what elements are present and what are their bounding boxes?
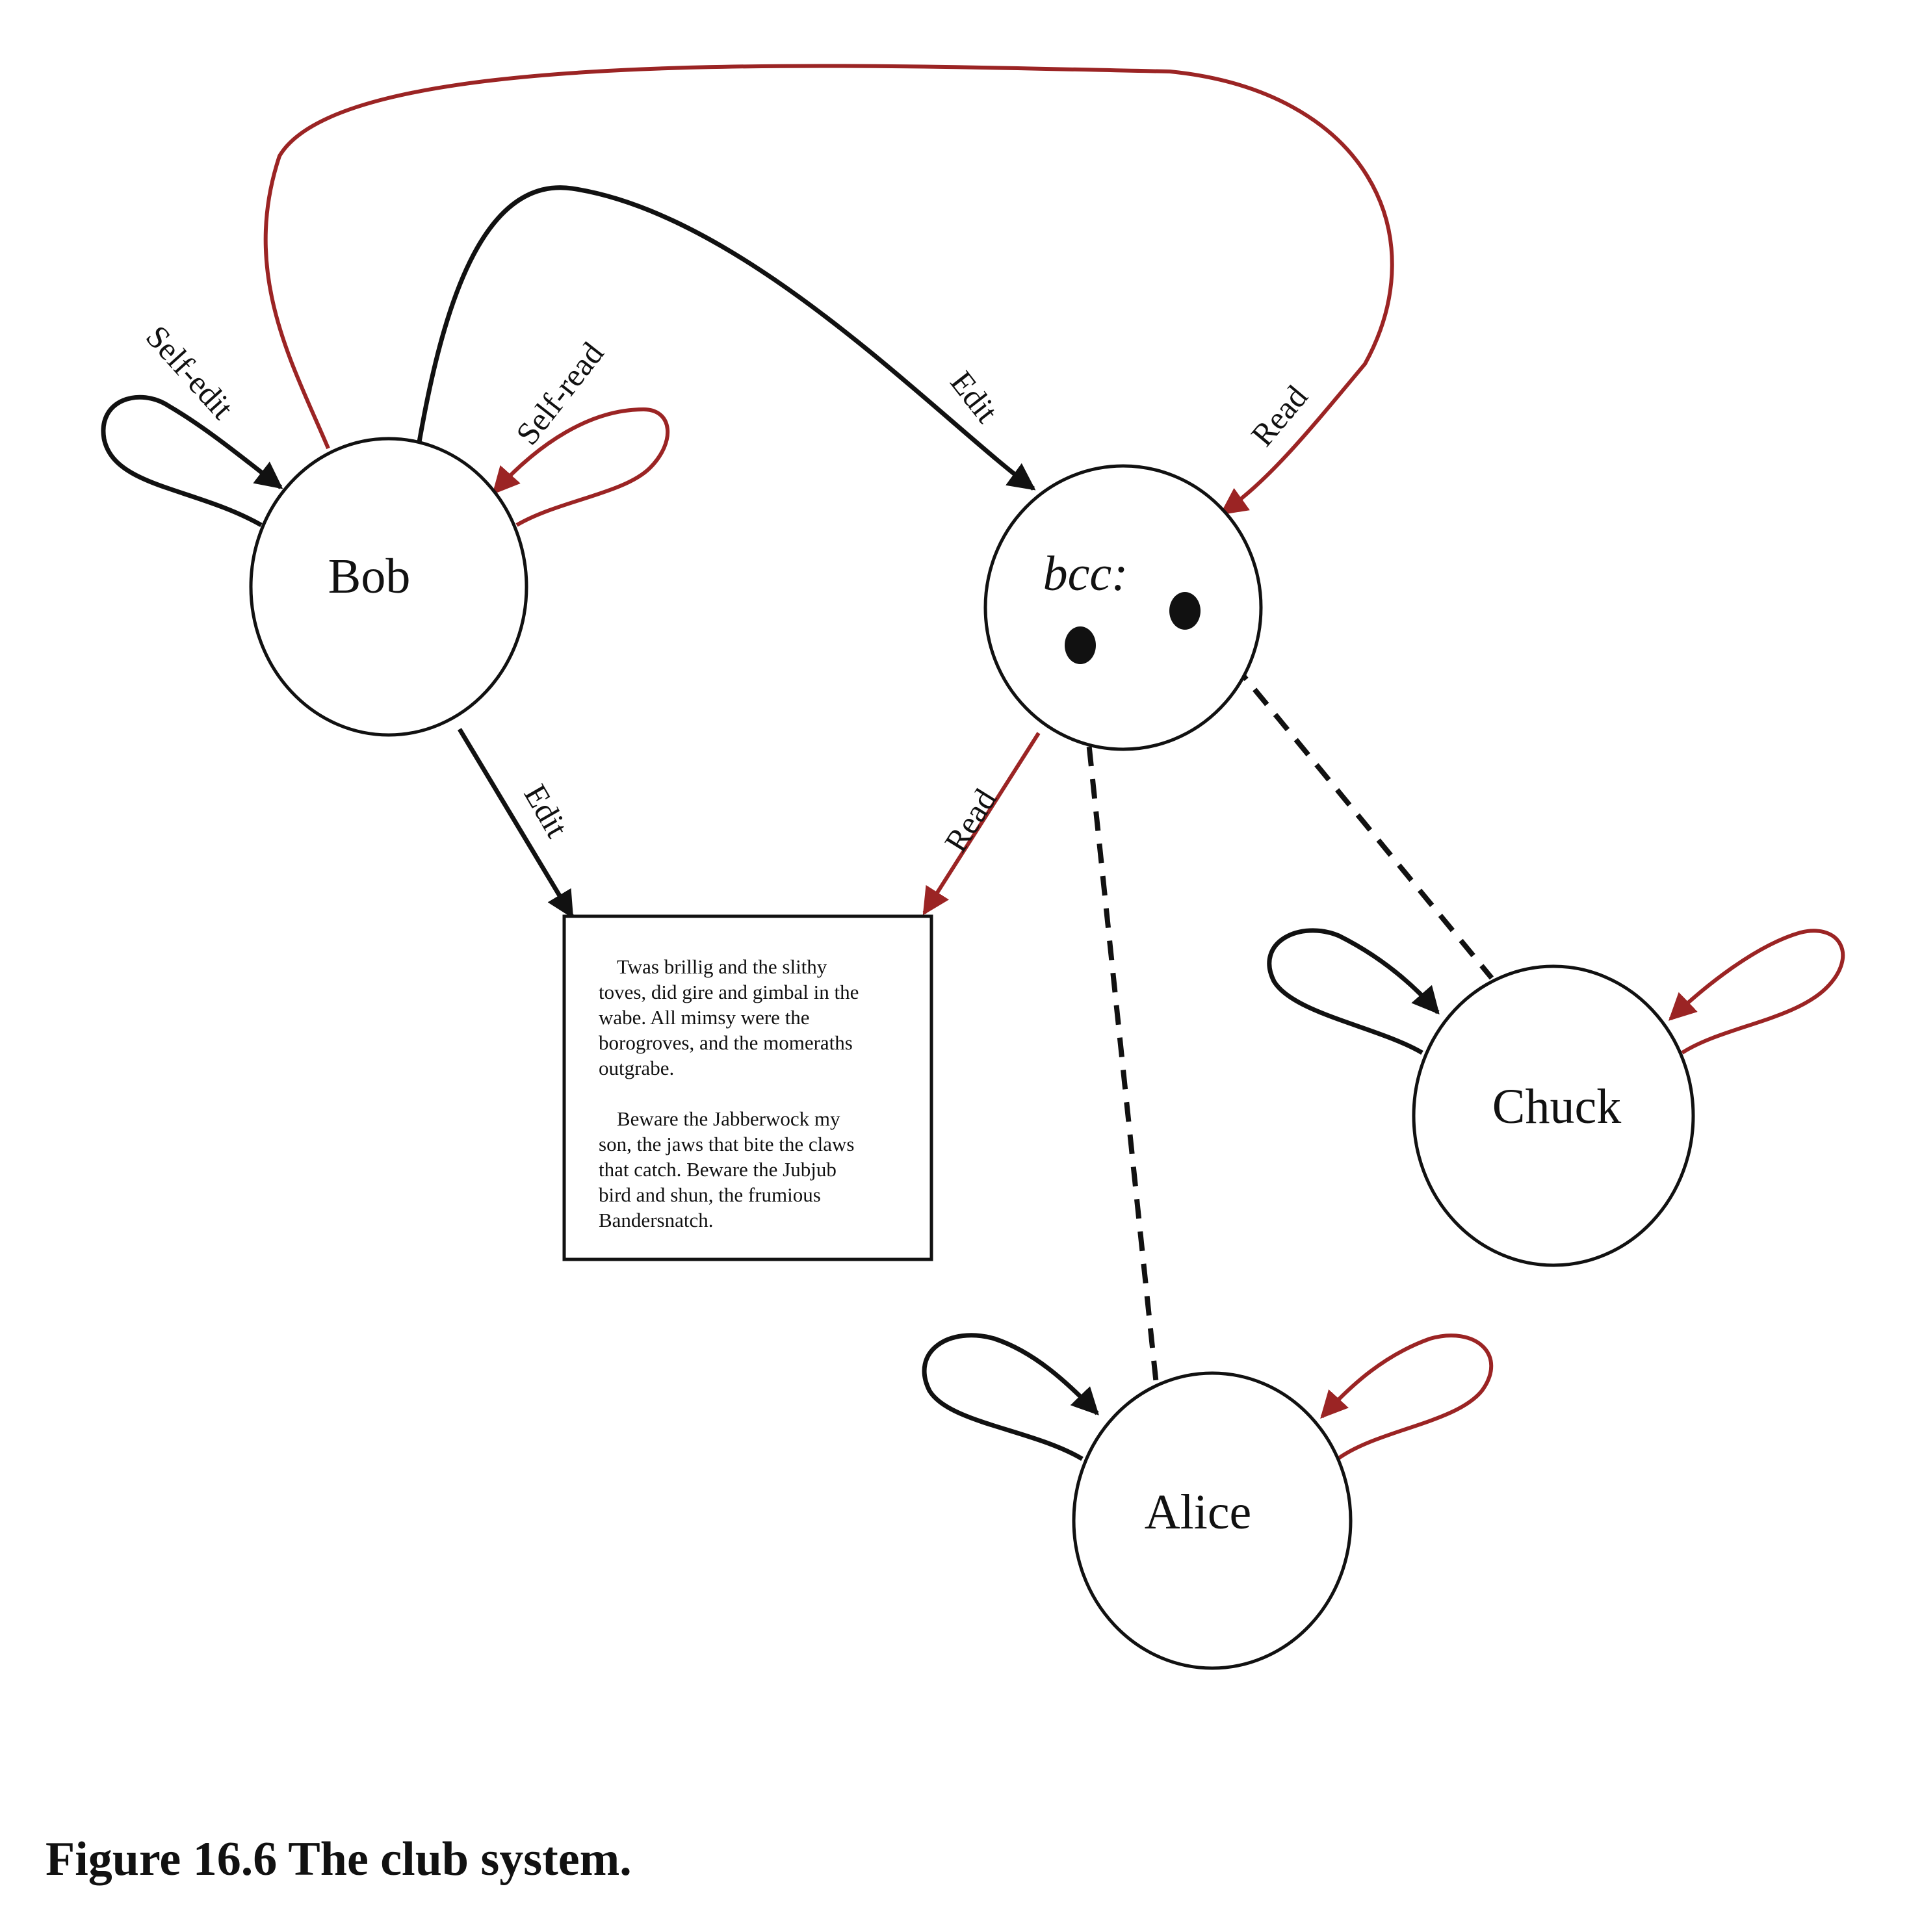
node-bcc-circle: [983, 464, 1263, 751]
node-alice: Alice: [1072, 1371, 1353, 1670]
node-chuck-circle: [1412, 964, 1695, 1267]
bcc-member-slot-alice: [1065, 626, 1096, 664]
edge-bob-self-edit: [101, 394, 283, 528]
document-line: wabe. All mimsy were the: [599, 1006, 810, 1029]
edge-alice-self-edit: [922, 1333, 1099, 1462]
node-bcc-label: bcc:: [1043, 547, 1128, 601]
edge-label-read-doc: Read: [937, 782, 1004, 858]
edge-label-edit-doc: Edit: [517, 779, 575, 844]
edge-bob-edit-bcc: [417, 185, 1036, 491]
node-chuck-label: Chuck: [1492, 1079, 1621, 1134]
edge-alice-self-read: [1320, 1333, 1494, 1461]
document-line: son, the jaws that bite the claws: [599, 1133, 854, 1155]
document-line: Twas brillig and the slithy: [617, 955, 827, 978]
node-alice-label: Alice: [1145, 1485, 1252, 1539]
edge-label-read-bcc: Read: [1244, 378, 1315, 453]
document-line: bird and shun, the frumious: [599, 1183, 821, 1206]
node-chuck: Chuck: [1412, 964, 1695, 1267]
edge-bob-read-bcc: [263, 64, 1394, 515]
document-line: toves, did gire and gimbal in the: [599, 981, 859, 1003]
document-line: borogroves, and the momeraths: [599, 1031, 853, 1054]
node-alice-circle: [1072, 1371, 1353, 1670]
document-node: Twas brillig and the slithy toves, did g…: [562, 914, 933, 1261]
document-line: outgrabe.: [599, 1057, 674, 1079]
document-line: that catch. Beware the Jubjub: [599, 1158, 837, 1181]
edge-bob-edit-doc: [457, 728, 575, 919]
node-bob: Bob: [249, 437, 528, 737]
figure-caption: Figure 16.6 The club system.: [45, 1833, 632, 1886]
edge-bcc-read-doc: [922, 732, 1041, 916]
edge-bob-self-read: [492, 407, 670, 527]
edge-chuck-self-edit: [1267, 928, 1440, 1055]
edge-chuck-self-read: [1668, 929, 1845, 1055]
bcc-member-slot-chuck: [1169, 592, 1201, 630]
document-line: Bandersnatch.: [599, 1209, 713, 1231]
node-bob-label: Bob: [328, 549, 411, 604]
edge-bcc-member-alice: [1076, 649, 1160, 1391]
document-line: Beware the Jabberwock my: [617, 1107, 840, 1130]
node-bcc: bcc:: [983, 464, 1263, 751]
document-text: Twas brillig and the slithy toves, did g…: [599, 955, 859, 1231]
node-bob-circle: [249, 437, 528, 737]
edge-label-self-edit: Self-edit: [139, 318, 241, 426]
document-box: [562, 914, 933, 1261]
